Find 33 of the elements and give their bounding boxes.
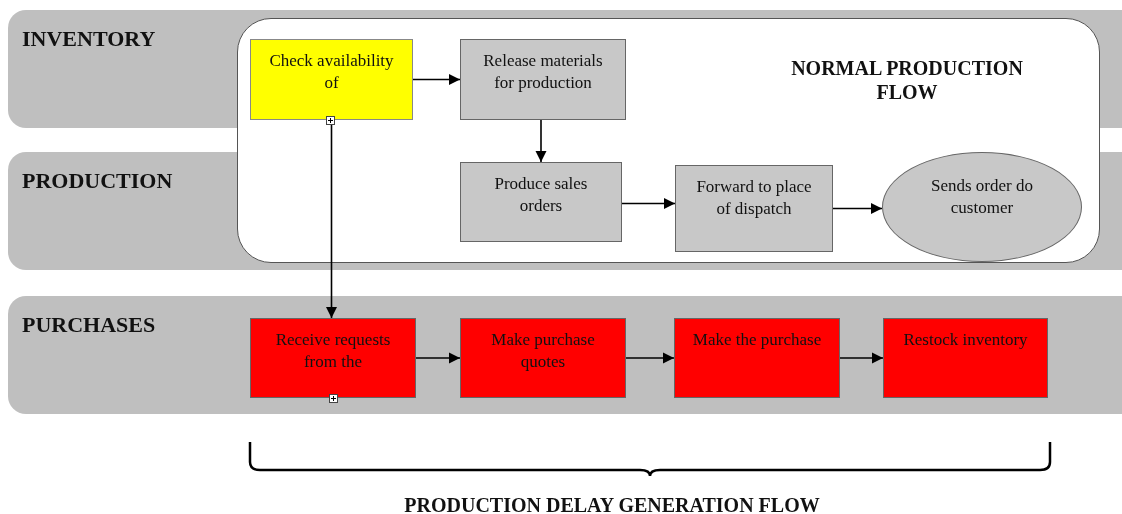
process-box	[250, 39, 413, 120]
process-box	[460, 318, 626, 398]
lane-title: INVENTORY	[22, 25, 156, 53]
node-text: Sends order do customer	[930, 175, 1034, 219]
node-text: Check availability of	[268, 50, 395, 94]
arrow	[839, 352, 884, 364]
node-text: Forward to place of dispatch	[695, 176, 813, 220]
process-box	[250, 318, 416, 398]
flow-panel	[237, 10, 1122, 270]
process-box	[460, 162, 622, 242]
flow-title: NORMAL PRODUCTION FLOW	[790, 56, 1024, 104]
arrow	[412, 73, 461, 86]
node-text: Make the purchase	[692, 329, 822, 351]
process-box	[674, 318, 840, 398]
swimlane-band	[8, 10, 237, 128]
node-text: Receive requests from the	[274, 329, 392, 373]
swimlane-band	[8, 152, 237, 270]
process-box	[675, 165, 833, 252]
lane-title: PURCHASES	[22, 311, 156, 339]
node-text: Make purchase quotes	[490, 329, 596, 373]
process-box	[460, 39, 626, 120]
arrow	[415, 352, 461, 364]
node-text: Release materials for production	[482, 50, 604, 94]
flow-label: PRODUCTION DELAY GENERATION FLOW	[403, 494, 821, 514]
arrow	[621, 197, 676, 210]
node-text: Restock inventory	[903, 329, 1028, 351]
lane-title: PRODUCTION	[22, 167, 173, 195]
node-text: Produce sales orders	[493, 173, 589, 217]
arrow	[625, 352, 675, 364]
arrow	[535, 119, 547, 163]
arrow	[832, 202, 883, 215]
swimlane-band	[8, 296, 1122, 414]
process-box	[883, 318, 1048, 398]
